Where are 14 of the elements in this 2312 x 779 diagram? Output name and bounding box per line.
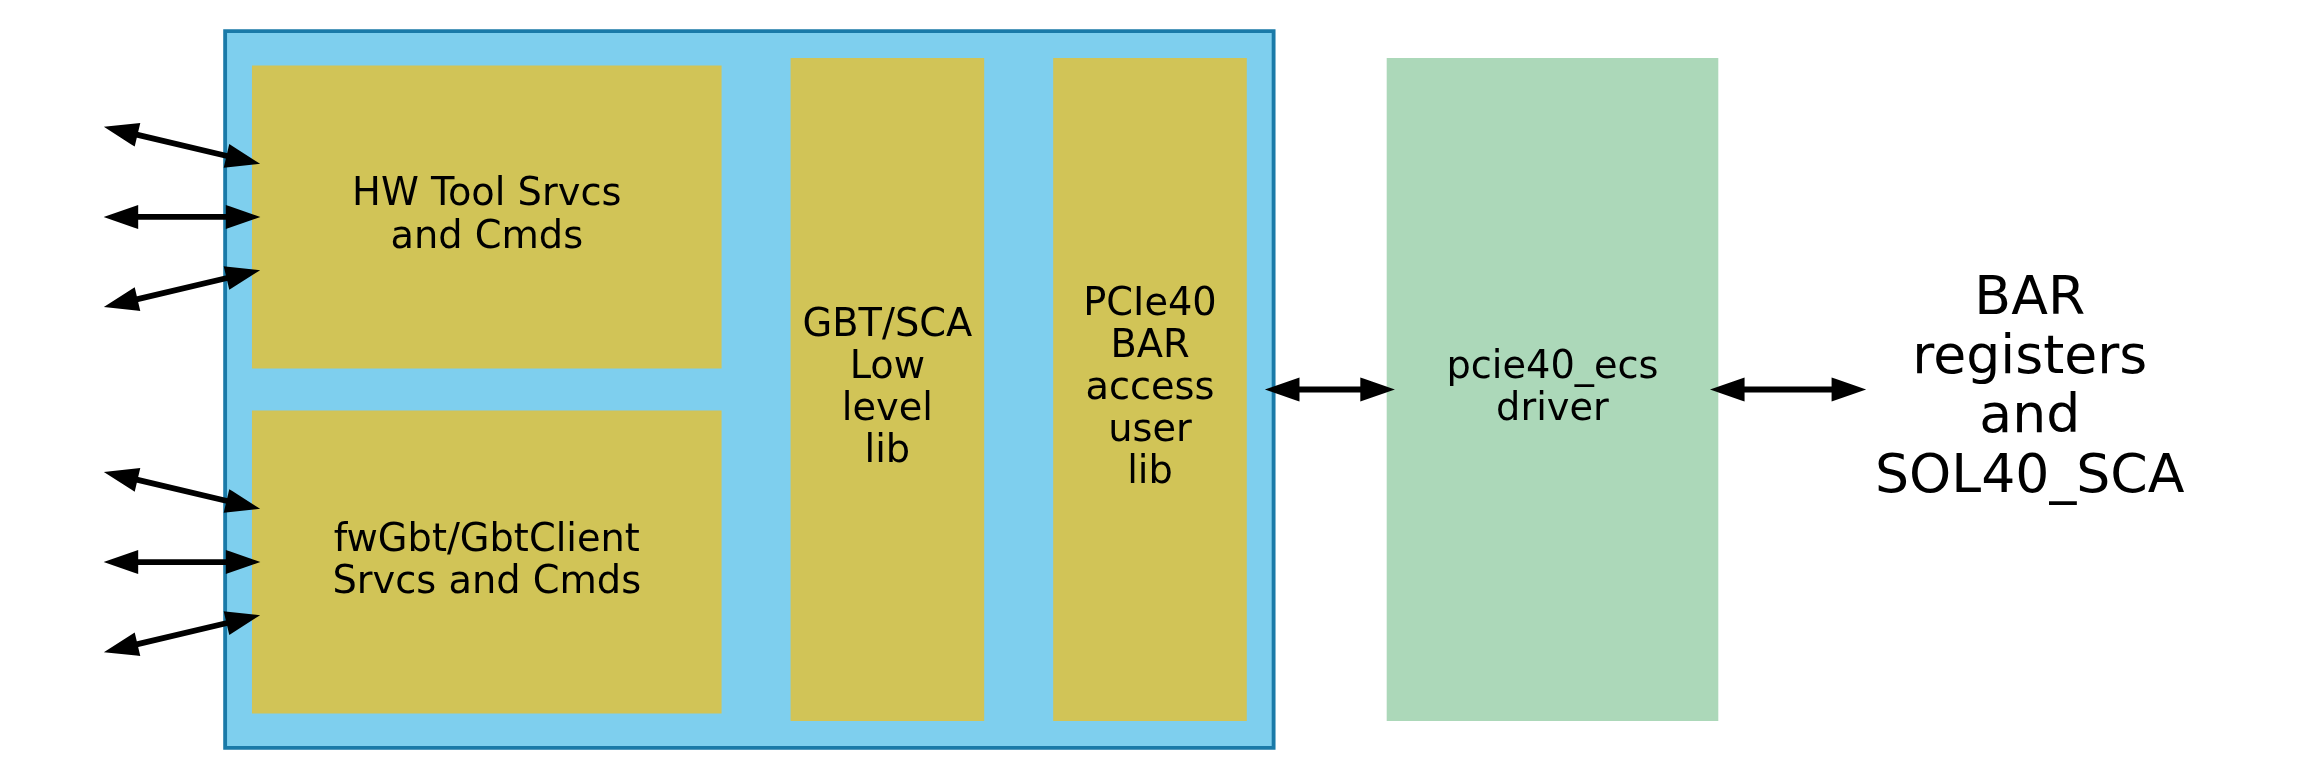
node-box: fwGbt/GbtClient Srvcs and Cmds (251, 410, 722, 714)
arrow (1264, 377, 1395, 402)
arrow (103, 123, 261, 168)
node-box: pcie40_ecs driver (1386, 57, 1719, 722)
arrow (103, 266, 261, 311)
node-box: GBT/SCA Low level lib (790, 57, 985, 722)
arrow (103, 468, 261, 513)
arrow (103, 549, 261, 575)
arrow (103, 611, 261, 656)
node-text: BAR registers and SOL40_SCA (1875, 263, 2185, 505)
node-box: HW Tool Srvcs and Cmds (251, 65, 722, 369)
node-box: PCIe40 BAR access user lib (1053, 57, 1247, 722)
arrow (103, 204, 261, 230)
arrow (1710, 377, 1867, 402)
